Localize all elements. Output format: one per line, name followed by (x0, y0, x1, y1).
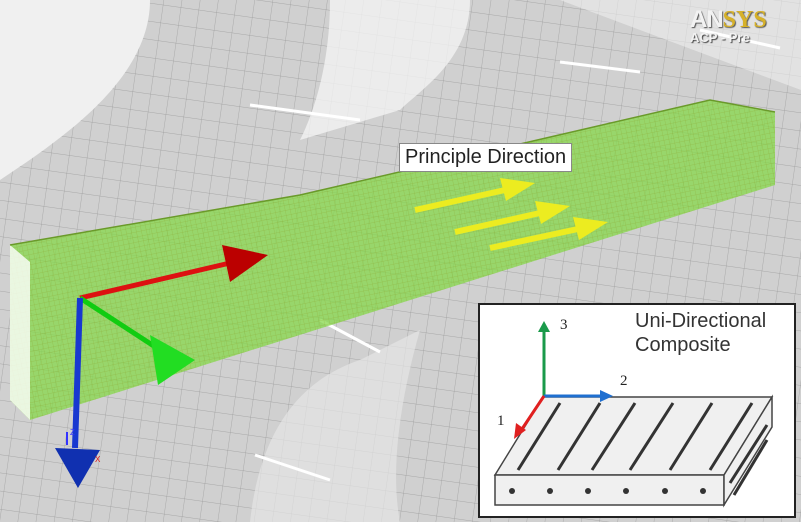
coordinate-triad (55, 245, 268, 488)
inset-title: Uni-Directional Composite (635, 309, 766, 357)
axis-3-label: 3 (560, 317, 568, 333)
inset-title-line2: Composite (635, 334, 731, 356)
axis-2-label: 2 (620, 373, 628, 389)
fiber-direction-arrows (414, 178, 608, 251)
composite-beam[interactable] (9, 99, 776, 420)
triad-x-label: X (95, 455, 101, 464)
logo-an: AN (690, 6, 724, 33)
principle-direction-label: Principle Direction (399, 143, 573, 172)
inset-title-line1: Uni-Directional (635, 310, 767, 332)
triad-z-label: Z (70, 428, 75, 437)
axis-1-label: 1 (497, 413, 505, 429)
lamina-sketch (493, 321, 774, 508)
logo-sys: SYS (722, 7, 767, 33)
composite-inset-diagram: Uni-Directional Composite 3 2 1 (478, 303, 796, 518)
product-name: ACP - Pre (690, 30, 750, 45)
view-triad[interactable]: Z X (66, 428, 101, 464)
ansys-logo: ANSYS ACP - Pre (690, 6, 767, 45)
